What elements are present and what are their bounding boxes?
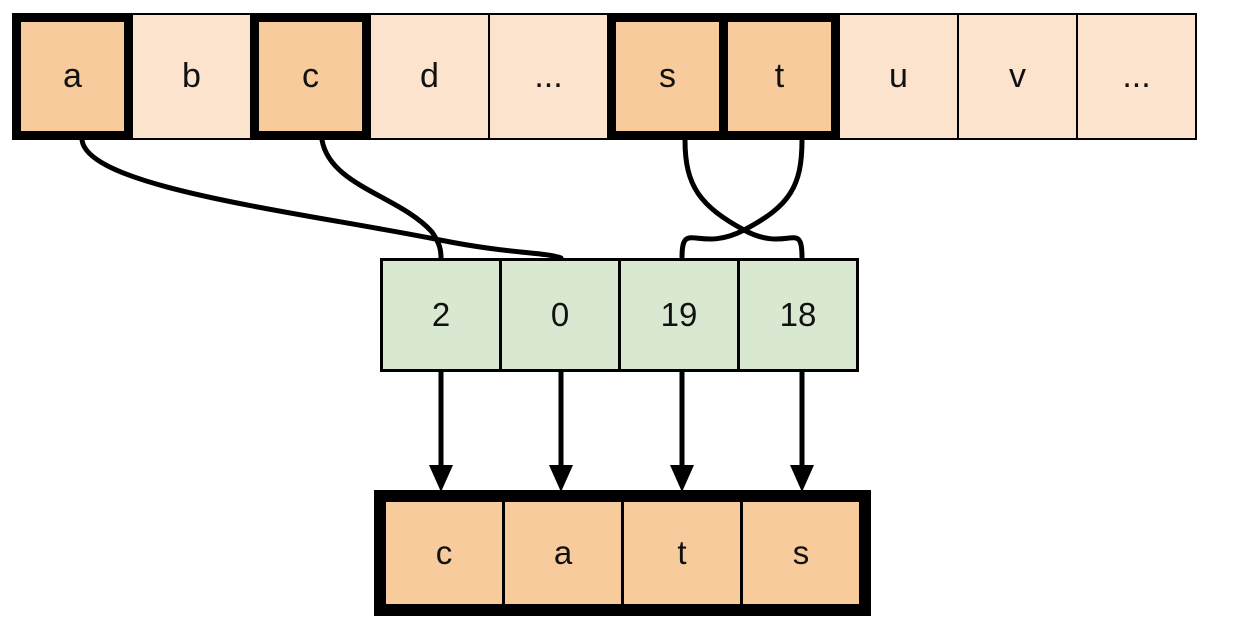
alphabet-cell-label: c — [302, 57, 319, 95]
output-cell-label: c — [435, 534, 453, 571]
alphabet-cell-d[interactable]: d — [369, 13, 490, 140]
index-cell-label: 0 — [550, 296, 570, 333]
output-cell-3[interactable]: s — [740, 499, 862, 607]
arrow-index-0-to-out-0 — [429, 372, 453, 492]
alphabet-cell-label: d — [420, 57, 439, 95]
alphabet-cell-label: u — [889, 57, 908, 95]
alphabet-cell-v[interactable]: v — [957, 13, 1078, 140]
output-cell-0[interactable]: c — [383, 499, 505, 607]
index-cell-2[interactable]: 19 — [618, 258, 740, 372]
curve-s-to-index-3 — [682, 137, 805, 261]
alphabet-cell-label: s — [659, 57, 676, 95]
alphabet-cell-a[interactable]: a — [12, 13, 133, 140]
output-cell-label: s — [792, 534, 810, 571]
curve-t-to-index-2 — [679, 137, 805, 261]
index-cell-1[interactable]: 0 — [499, 258, 621, 372]
index-cell-label: 2 — [431, 296, 451, 333]
arrow-index-1-to-out-1 — [549, 372, 573, 492]
output-cell-2[interactable]: t — [621, 499, 743, 607]
alphabet-cell-t[interactable]: t — [719, 13, 840, 140]
output-word-array: c a t s — [374, 490, 871, 616]
output-cell-label: t — [677, 534, 687, 571]
output-cell-1[interactable]: a — [502, 499, 624, 607]
alphabet-cell-ellipsis-2[interactable]: ... — [1076, 13, 1197, 140]
alphabet-cell-label: a — [63, 57, 82, 95]
alphabet-cell-c[interactable]: c — [250, 13, 371, 140]
index-cell-label: 19 — [660, 296, 698, 333]
alphabet-cell-label: ... — [534, 57, 563, 95]
alphabet-cell-label: t — [774, 57, 785, 95]
index-cell-label: 18 — [779, 296, 817, 333]
curve-a-to-index-1 — [79, 137, 564, 261]
alphabet-cell-label: b — [182, 57, 201, 95]
alphabet-cell-b[interactable]: b — [131, 13, 252, 140]
arrow-index-2-to-out-2 — [670, 372, 694, 492]
alphabet-cell-u[interactable]: u — [838, 13, 959, 140]
index-array: 2 0 19 18 — [380, 258, 859, 372]
alphabet-array: a b c d ... s t u v ... — [12, 13, 1197, 140]
alphabet-cell-label: ... — [1122, 57, 1151, 95]
alphabet-cell-ellipsis-1[interactable]: ... — [488, 13, 609, 140]
curve-c-to-index-0 — [319, 137, 444, 261]
alphabet-cell-s[interactable]: s — [607, 13, 728, 140]
arrow-index-3-to-out-3 — [790, 372, 814, 492]
output-cell-label: a — [553, 534, 573, 571]
index-cell-0[interactable]: 2 — [380, 258, 502, 372]
index-cell-3[interactable]: 18 — [737, 258, 859, 372]
alphabet-cell-label: v — [1009, 57, 1026, 95]
